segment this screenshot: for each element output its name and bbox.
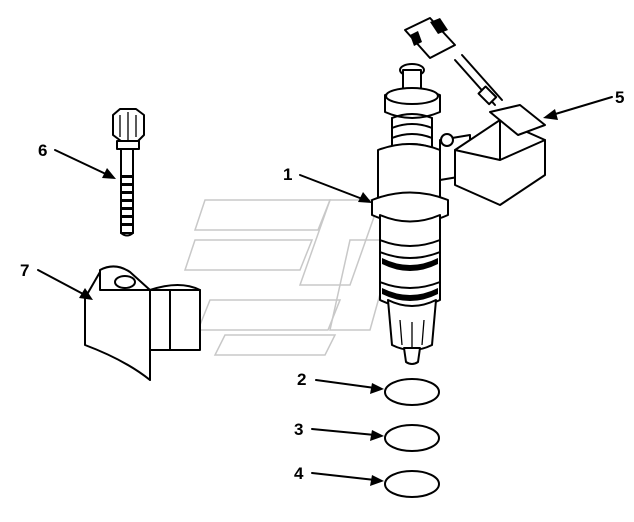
o-ring-part-2: [384, 378, 440, 406]
leader-arrows: [37, 96, 613, 486]
callout-label-3: 3: [294, 420, 304, 439]
callout-label-4: 4: [294, 464, 304, 483]
callout-label-7: 7: [20, 261, 30, 280]
callout-label-2: 2: [297, 370, 307, 389]
o-ring-part-4: [384, 470, 440, 498]
o-ring-part-3: [384, 424, 440, 452]
watermark-logo: [183, 199, 396, 356]
clamp-part-7: [84, 265, 201, 381]
injector-part-1: [371, 63, 471, 365]
connector-part-5: [404, 17, 546, 206]
callout-label-5: 5: [615, 88, 625, 107]
callout-label-1: 1: [283, 165, 293, 184]
callout-label-6: 6: [38, 141, 48, 160]
bolt-part-6: [112, 108, 145, 237]
